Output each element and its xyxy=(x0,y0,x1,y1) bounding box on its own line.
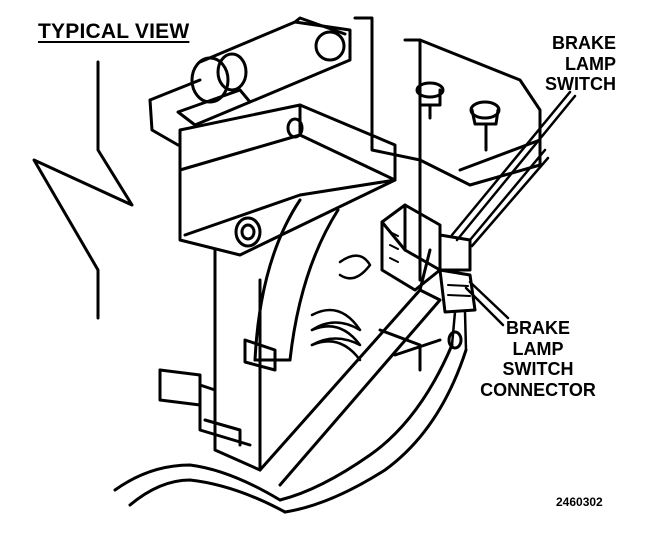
pushrod-bracket xyxy=(258,248,442,487)
return-spring xyxy=(310,254,372,362)
brake-lamp-switch-connector-label: BRAKE LAMP SWITCH CONNECTOR xyxy=(468,318,608,401)
connector-label-line: BRAKE xyxy=(505,318,570,338)
break-line xyxy=(32,60,134,320)
pivot-shaft xyxy=(148,16,352,147)
brake-lamp-switch xyxy=(380,203,472,292)
callout-leaders xyxy=(450,90,577,327)
brake-lamp-switch-connector xyxy=(438,268,477,352)
lower-support-plate xyxy=(158,248,262,472)
brake-lamp-switch-label-line: LAMP xyxy=(565,53,616,74)
connector-label-line: SWITCH xyxy=(502,359,574,380)
figure-id: 2460302 xyxy=(556,495,603,509)
brake-lamp-switch-label-line: SWITCH xyxy=(545,74,616,95)
view-title: TYPICAL VIEW xyxy=(38,20,190,43)
mounting-nut-right xyxy=(469,100,501,152)
connector-label-line: CONNECTOR xyxy=(480,380,596,401)
brake-lamp-switch-label: BRAKE LAMP SWITCH xyxy=(520,33,616,95)
mounting-nut-left xyxy=(415,81,445,120)
connector-label-line: LAMP xyxy=(512,338,564,359)
wiring-harness xyxy=(113,148,550,514)
brake-lamp-switch-label-line: BRAKE xyxy=(551,33,616,53)
pedal-housing xyxy=(178,103,397,257)
